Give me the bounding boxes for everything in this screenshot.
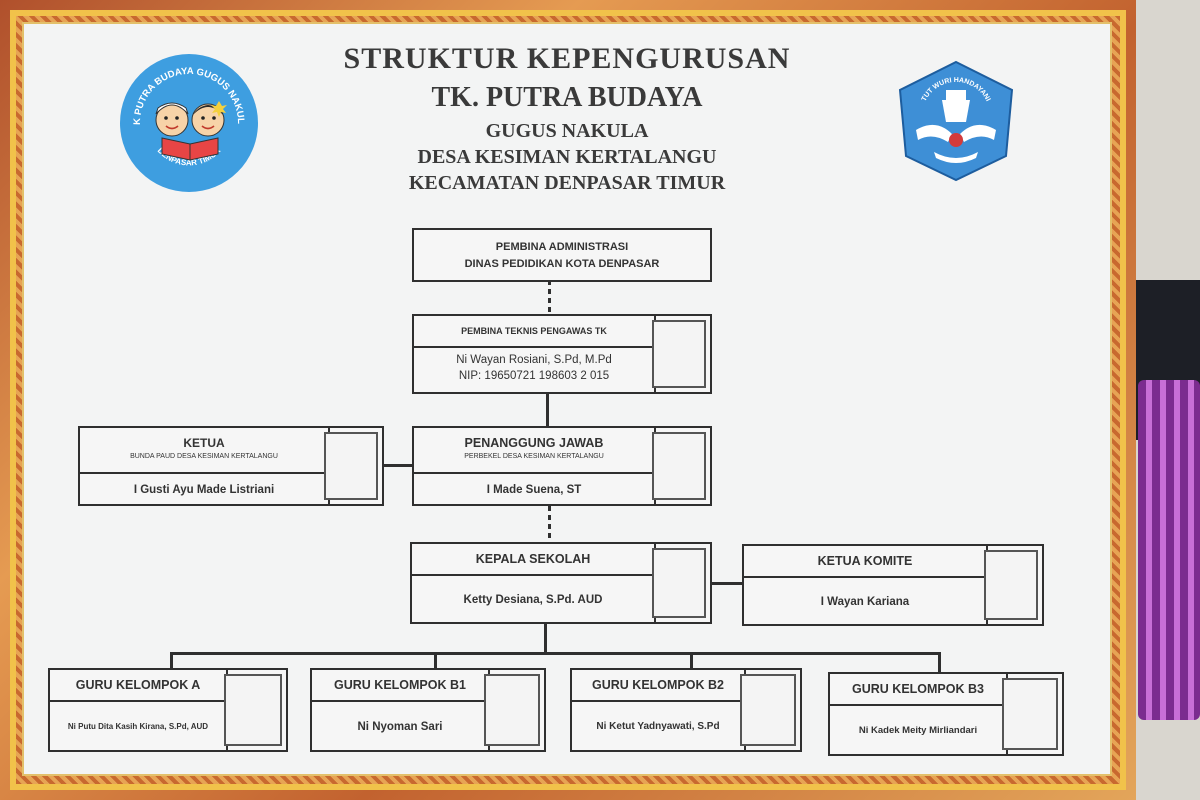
connector-line	[546, 392, 549, 428]
node-title: PEMBINA ADMINISTRASI	[495, 241, 629, 253]
connector-line	[384, 464, 412, 467]
node-title: GURU KELOMPOK B1	[312, 670, 488, 702]
node-guru-kelompok-b1: GURU KELOMPOK B1 Ni Nyoman Sari	[310, 668, 546, 752]
tut-wuri-handayani-logo: TUT WURI HANDAYANI	[898, 60, 1014, 182]
connector-line	[170, 652, 173, 670]
poster-title: STRUKTUR KEPENGURUSAN	[343, 42, 791, 75]
node-name-block: Ni Wayan Rosiani, S.Pd, M.Pd NIP: 196507…	[414, 348, 654, 392]
connector-line	[690, 652, 693, 670]
connector-line	[938, 652, 941, 672]
node-main: GURU KELOMPOK B1 Ni Nyoman Sari	[312, 670, 490, 750]
node-main: GURU KELOMPOK B2 Ni Ketut Yadnyawati, S.…	[572, 670, 746, 750]
node-main: KEPALA SEKOLAH Ketty Desiana, S.Pd. AUD	[412, 544, 656, 622]
node-subtitle: BUNDA PAUD DESA KESIMAN KERTALANGU	[130, 453, 278, 460]
node-main: GURU KELOMPOK A Ni Putu Dita Kasih Kiran…	[50, 670, 228, 750]
node-penanggung-jawab: PENANGGUNG JAWAB PERBEKEL DESA KESIMAN K…	[412, 426, 712, 506]
node-subtitle: PERBEKEL DESA KESIMAN KERTALANGU	[464, 453, 604, 460]
node-title: PENANGGUNG JAWAB	[464, 436, 604, 450]
school-name: TK. PUTRA BUDAYA	[431, 82, 703, 113]
gugus-name: GUGUS NAKULA	[485, 120, 649, 142]
node-title: KETUA KOMITE	[744, 546, 986, 578]
node-name: I Made Suena, ST	[486, 484, 582, 496]
photo-placeholder	[652, 432, 706, 500]
node-pembina-teknis: PEMBINA TEKNIS PENGAWAS TK Ni Wayan Rosi…	[412, 314, 712, 394]
node-title: GURU KELOMPOK A	[50, 670, 226, 702]
district-name: KECAMATAN DENPASAR TIMUR	[408, 172, 726, 194]
node-main: KETUA KOMITE I Wayan Kariana	[744, 546, 988, 624]
photo-placeholder	[652, 548, 706, 618]
connector-line	[434, 652, 437, 670]
photo-placeholder	[984, 550, 1038, 620]
node-main: PEMBINA TEKNIS PENGAWAS TK Ni Wayan Rosi…	[414, 316, 656, 392]
node-name: I Gusti Ayu Made Listriani	[133, 484, 275, 496]
node-ketua: KETUA BUNDA PAUD DESA KESIMAN KERTALANGU…	[78, 426, 384, 506]
photo-placeholder	[740, 674, 796, 746]
node-pembina-administrasi: PEMBINA ADMINISTRASI DINAS PEDIDIKAN KOT…	[412, 228, 712, 282]
node-main: PENANGGUNG JAWAB PERBEKEL DESA KESIMAN K…	[414, 428, 656, 504]
connector-dashed	[548, 506, 551, 542]
node-title: KETUA	[183, 436, 225, 450]
node-guru-kelompok-b3: GURU KELOMPOK B3 Ni Kadek Meity Mirliand…	[828, 672, 1064, 756]
school-logo: TK PUTRA BUDAYA GUGUS NAKULA DENPASAR TI…	[120, 54, 258, 192]
poster-frame: STRUKTUR KEPENGURUSAN TK. PUTRA BUDAYA G…	[0, 0, 1136, 800]
node-subtitle: DINAS PEDIDIKAN KOTA DENPASAR	[464, 258, 660, 270]
node-name: Ni Wayan Rosiani, S.Pd, M.Pd	[456, 354, 612, 366]
node-name: Ni Putu Dita Kasih Kirana, S.Pd, AUD	[67, 722, 209, 731]
node-kepala-sekolah: KEPALA SEKOLAH Ketty Desiana, S.Pd. AUD	[410, 542, 712, 624]
connector-dashed	[548, 280, 551, 316]
photo-placeholder	[1002, 678, 1058, 750]
node-ketua-komite: KETUA KOMITE I Wayan Kariana	[742, 544, 1044, 626]
photo-placeholder	[484, 674, 540, 746]
connector-line	[170, 652, 940, 655]
node-title: KEPALA SEKOLAH	[412, 544, 654, 576]
org-chart-poster: STRUKTUR KEPENGURUSAN TK. PUTRA BUDAYA G…	[22, 22, 1112, 776]
node-guru-kelompok-b2: GURU KELOMPOK B2 Ni Ketut Yadnyawati, S.…	[570, 668, 802, 752]
node-name: Ni Ketut Yadnyawati, S.Pd	[596, 721, 720, 732]
node-header: KETUA BUNDA PAUD DESA KESIMAN KERTALANGU	[80, 428, 328, 474]
node-name: Ni Nyoman Sari	[357, 721, 443, 733]
node-header: PENANGGUNG JAWAB PERBEKEL DESA KESIMAN K…	[414, 428, 654, 474]
photo-placeholder	[324, 432, 378, 500]
photo-placeholder	[224, 674, 282, 746]
school-logo-art: TK PUTRA BUDAYA GUGUS NAKULA DENPASAR TI…	[120, 54, 246, 167]
node-title: PEMBINA TEKNIS PENGAWAS TK	[414, 316, 654, 348]
node-name: Ketty Desiana, S.Pd. AUD	[463, 594, 603, 606]
village-name: DESA KESIMAN KERTALANGU	[417, 146, 717, 168]
node-guru-kelompok-a: GURU KELOMPOK A Ni Putu Dita Kasih Kiran…	[48, 668, 288, 752]
node-title: GURU KELOMPOK B2	[572, 670, 744, 702]
connector-line	[712, 582, 742, 585]
node-title: GURU KELOMPOK B3	[830, 674, 1006, 706]
node-name: Ni Kadek Meity Mirliandari	[858, 725, 978, 736]
node-name: I Wayan Kariana	[820, 596, 910, 608]
node-nip: NIP: 19650721 198603 2 015	[458, 370, 610, 382]
photo-placeholder	[652, 320, 706, 388]
connector-line	[544, 624, 547, 654]
node-main: KETUA BUNDA PAUD DESA KESIMAN KERTALANGU…	[80, 428, 330, 504]
node-main: GURU KELOMPOK B3 Ni Kadek Meity Mirliand…	[830, 674, 1008, 754]
background-basket	[1138, 380, 1200, 720]
